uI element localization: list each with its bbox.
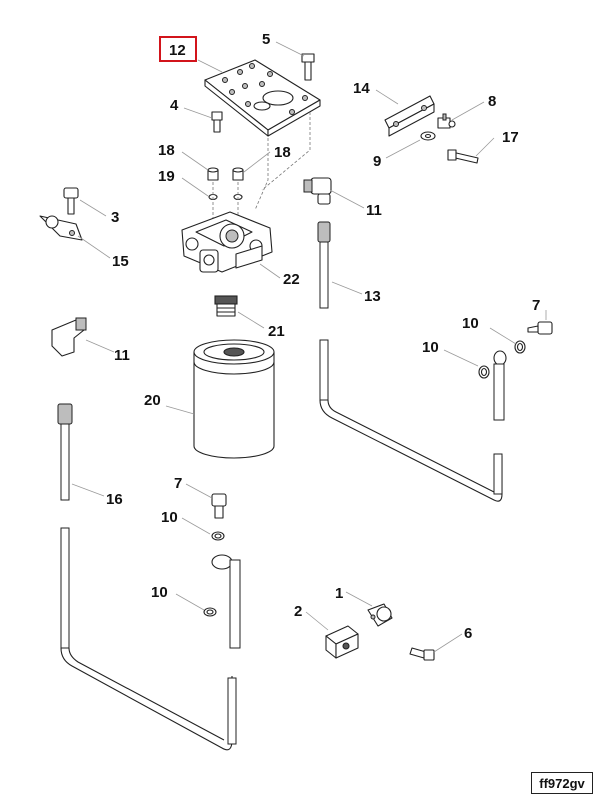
highlight-box-callout-12	[159, 36, 197, 62]
o-ring-part-10-lower-lower	[203, 607, 217, 617]
o-ring-part-19	[208, 193, 243, 201]
callout-19: 19	[158, 168, 175, 185]
bracket-part-14	[384, 95, 435, 137]
callout-10-right-lower: 10	[422, 339, 439, 356]
elbow-fitting-part-11-upper	[303, 177, 332, 205]
clamp-part-15	[39, 215, 83, 241]
elbow-fitting-part-11-left	[51, 317, 87, 357]
banjo-fitting-lower	[211, 554, 241, 649]
callout-21: 21	[268, 323, 285, 340]
washer-part-9	[420, 131, 436, 141]
callout-6: 6	[464, 625, 472, 642]
o-ring-part-10-right-lower	[478, 365, 490, 379]
callout-4: 4	[170, 97, 179, 114]
callout-10-right-upper: 10	[462, 315, 479, 332]
callout-14: 14	[353, 80, 370, 97]
callout-17: 17	[502, 129, 519, 146]
callout-13: 13	[364, 288, 381, 305]
hose-part-16	[57, 403, 237, 751]
callout-20: 20	[144, 392, 161, 409]
hose-part-13	[317, 221, 503, 502]
callout-7-right: 7	[532, 297, 540, 314]
banjo-fitting-right	[493, 350, 507, 421]
callout-1: 1	[335, 585, 343, 602]
clamp-part-1	[367, 603, 393, 627]
callout-16: 16	[106, 491, 123, 508]
bolt-part-6	[409, 647, 435, 661]
callout-2: 2	[294, 603, 302, 620]
callout-18-left: 18	[158, 142, 175, 159]
bolt-part-7-right	[527, 321, 553, 335]
bolt-part-3	[63, 187, 79, 215]
nipple-part-21	[214, 295, 238, 317]
mounting-plate-part-12	[204, 59, 321, 137]
callout-8: 8	[488, 93, 496, 110]
callout-11-upper: 11	[366, 202, 382, 219]
fitting-part-18-left	[207, 167, 219, 181]
nut-part-2	[325, 625, 359, 659]
callout-3: 3	[111, 209, 119, 226]
callout-7-lower: 7	[174, 475, 182, 492]
callout-22: 22	[283, 271, 300, 288]
filter-head-part-22	[181, 211, 273, 273]
callout-12: 12	[169, 42, 186, 59]
callout-labels: 12 5 14 8 4 18 18 17 9 19 11 3 15 22 13 …	[106, 31, 540, 642]
document-id-label: ff972gv	[531, 772, 593, 794]
callout-15: 15	[112, 253, 129, 270]
bolt-part-4	[211, 111, 223, 133]
callout-11-left: 11	[114, 347, 130, 364]
callout-9: 9	[373, 153, 381, 170]
bolt-part-8	[437, 113, 456, 129]
leader-lines	[71, 41, 547, 653]
filter-part-20	[193, 339, 275, 459]
bolt-part-5	[301, 53, 315, 81]
bolt-part-17	[447, 149, 479, 164]
callout-5: 5	[262, 31, 270, 48]
callout-10-lower-lower: 10	[151, 584, 168, 601]
o-ring-part-10-lower-upper	[211, 531, 225, 541]
o-ring-part-10-right-upper	[514, 340, 526, 354]
bolt-part-7-lower	[211, 493, 227, 519]
callout-18-right: 18	[274, 144, 291, 161]
callout-10-lower-upper: 10	[161, 509, 178, 526]
fitting-part-18-right	[232, 167, 244, 181]
